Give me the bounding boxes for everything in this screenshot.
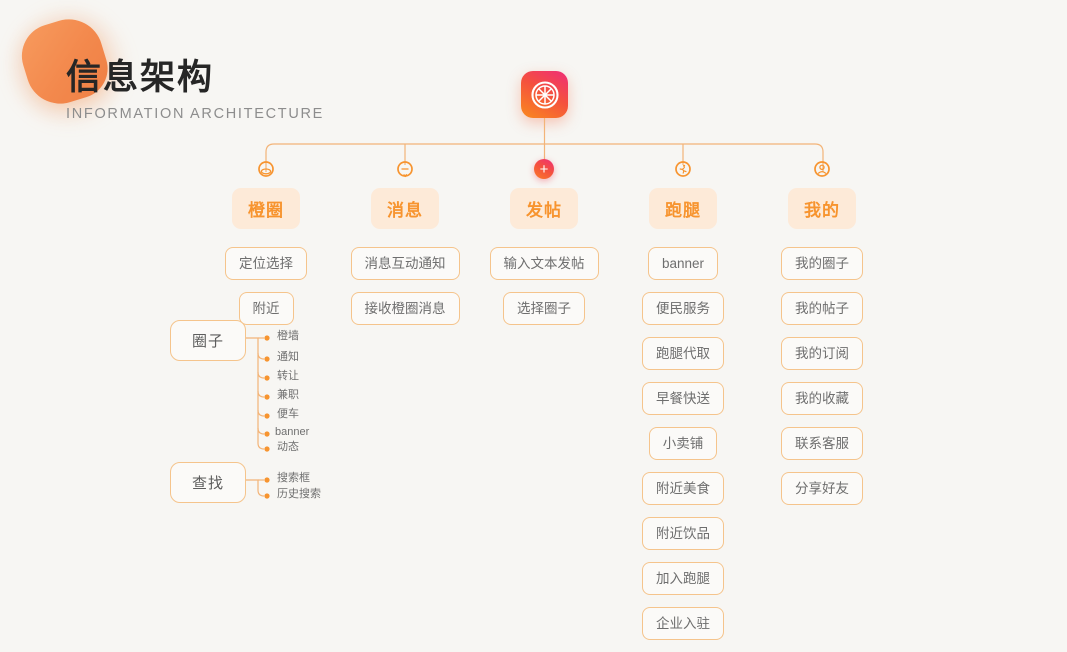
- leaf-item[interactable]: 便民服务: [642, 292, 724, 325]
- leaf-item[interactable]: 我的圈子: [781, 247, 863, 280]
- leaves-xiaoxi: 消息互动通知 接收橙圈消息: [330, 247, 480, 337]
- node-label-fatie[interactable]: 发帖: [510, 188, 578, 229]
- group-box-chazhao[interactable]: 查找: [170, 462, 246, 503]
- column-wode: 我的 我的圈子 我的帖子 我的订阅 我的收藏 联系客服 分享好友: [747, 160, 897, 517]
- leaf-item[interactable]: 定位选择: [225, 247, 307, 280]
- sub-item[interactable]: 转让: [277, 370, 299, 382]
- column-fatie: + 发帖 输入文本发帖 选择圈子: [469, 159, 619, 337]
- leaf-item[interactable]: 联系客服: [781, 427, 863, 460]
- column-paotui: 跑腿 banner 便民服务 跑腿代取 早餐快送 小卖铺 附近美食 附近饮品 加…: [608, 160, 758, 652]
- leaves-fatie: 输入文本发帖 选择圈子: [469, 247, 619, 337]
- leaves-chengquan: 定位选择 附近: [191, 247, 341, 337]
- column-chengquan: 橙圈 定位选择 附近: [191, 160, 341, 337]
- sub-item[interactable]: 搜索框: [277, 472, 310, 484]
- sub-item[interactable]: 动态: [277, 441, 299, 453]
- page-header: 信息架构 INFORMATION ARCHITECTURE: [66, 56, 324, 122]
- leaf-item[interactable]: 小卖铺: [648, 427, 718, 460]
- group-box-quanzi[interactable]: 圈子: [170, 320, 246, 361]
- leaf-item[interactable]: 附近饮品: [642, 517, 724, 550]
- page-subtitle: INFORMATION ARCHITECTURE: [66, 106, 325, 122]
- leaf-item[interactable]: 加入跑腿: [642, 562, 724, 595]
- orange-slice-icon: [530, 80, 560, 110]
- page-title: 信息架构: [66, 58, 215, 97]
- sub-item[interactable]: 通知: [277, 351, 299, 363]
- node-label-wode[interactable]: 我的: [788, 188, 856, 229]
- leaf-item[interactable]: 早餐快送: [642, 382, 724, 415]
- column-xiaoxi: 消息 消息互动通知 接收橙圈消息: [330, 160, 480, 337]
- node-label-chengquan[interactable]: 橙圈: [232, 188, 300, 229]
- leaf-item[interactable]: 附近美食: [642, 472, 724, 505]
- leaf-item[interactable]: 选择圈子: [503, 292, 585, 325]
- plus-icon[interactable]: +: [534, 159, 554, 179]
- leaves-paotui: banner 便民服务 跑腿代取 早餐快送 小卖铺 附近美食 附近饮品 加入跑腿…: [608, 247, 758, 652]
- runner-circle-icon: [674, 160, 692, 178]
- leaf-item[interactable]: 消息互动通知: [350, 247, 460, 280]
- sub-item[interactable]: 历史搜索: [277, 488, 321, 500]
- leaf-item[interactable]: 我的收藏: [781, 382, 863, 415]
- orange-circle-icon: [257, 160, 275, 178]
- leaf-item[interactable]: 企业入驻: [642, 607, 724, 640]
- person-circle-icon: [813, 160, 831, 178]
- leaf-item[interactable]: 跑腿代取: [642, 337, 724, 370]
- node-label-paotui[interactable]: 跑腿: [649, 188, 717, 229]
- app-logo[interactable]: [521, 71, 568, 118]
- sub-item[interactable]: 橙墙: [277, 330, 299, 342]
- sub-item[interactable]: 便车: [277, 408, 299, 420]
- leaf-item[interactable]: banner: [647, 247, 719, 280]
- leaf-item[interactable]: 输入文本发帖: [489, 247, 599, 280]
- sub-item[interactable]: 兼职: [277, 389, 299, 401]
- leaves-wode: 我的圈子 我的帖子 我的订阅 我的收藏 联系客服 分享好友: [747, 247, 897, 517]
- node-label-xiaoxi[interactable]: 消息: [371, 188, 439, 229]
- leaf-item[interactable]: 分享好友: [781, 472, 863, 505]
- leaf-item[interactable]: 我的帖子: [781, 292, 863, 325]
- leaf-item[interactable]: 接收橙圈消息: [350, 292, 460, 325]
- message-bubble-icon: [396, 160, 414, 178]
- leaf-item[interactable]: 我的订阅: [781, 337, 863, 370]
- sub-item[interactable]: banner: [275, 426, 310, 438]
- leaf-item[interactable]: 附近: [238, 292, 294, 325]
